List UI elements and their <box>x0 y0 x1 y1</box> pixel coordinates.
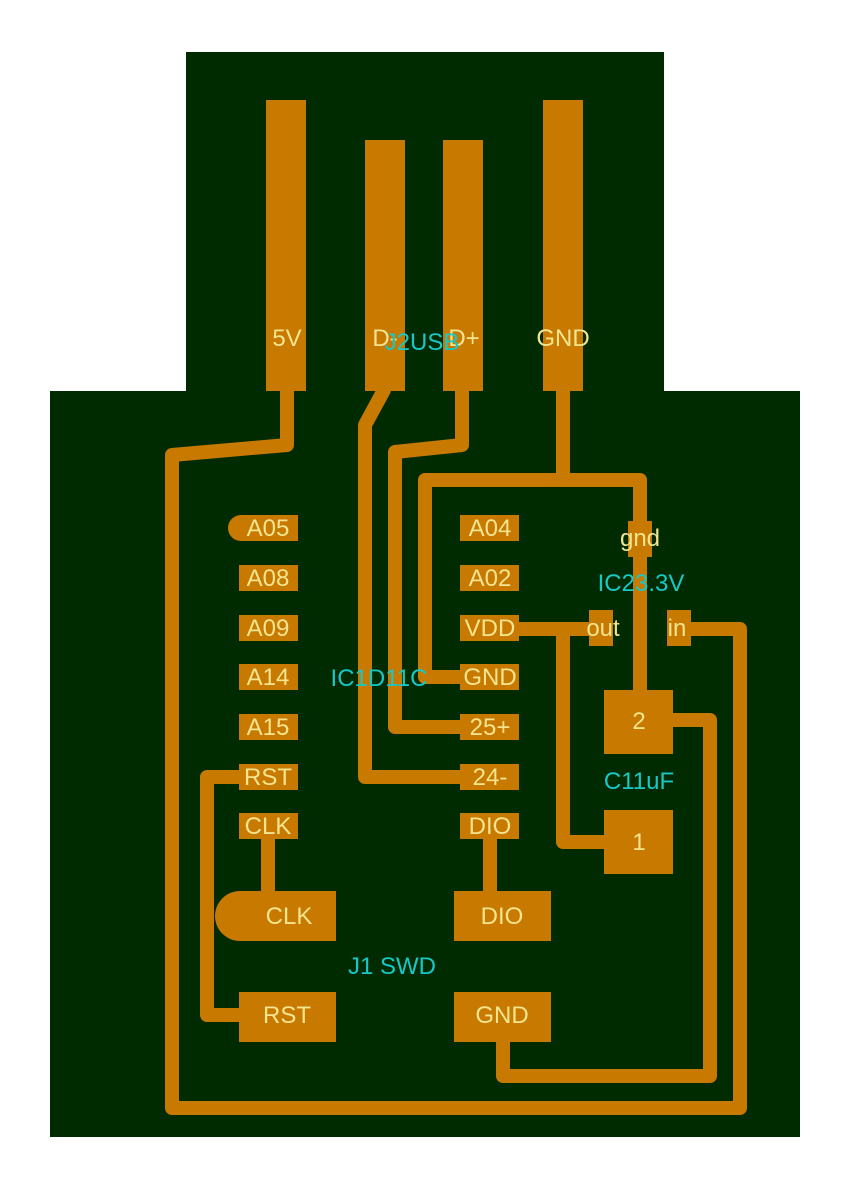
usb-finger-gnd <box>543 100 583 391</box>
j1-pad-gnd <box>454 992 551 1042</box>
ic1-label-dio: DIO <box>469 813 512 840</box>
ic1-pad-vdd <box>460 615 519 641</box>
c1-pad-1 <box>604 810 673 874</box>
trace-5v <box>165 383 747 1115</box>
j1-pads <box>215 891 551 1042</box>
trace-c1-gnd <box>496 713 717 1083</box>
ic2-label-out: out <box>586 615 620 642</box>
ic1-refdes: IC1D11C <box>331 665 428 692</box>
ic1-pad-a08 <box>239 565 298 591</box>
ic2-refdes: IC23.3V <box>598 570 685 597</box>
usb-labels: 5V D- D+ GND J2USB <box>272 325 589 356</box>
j1-label-clk: CLK <box>266 903 313 930</box>
ic1-label-a09: A09 <box>247 615 290 642</box>
ic1-label-24minus: 24- <box>473 764 508 791</box>
ic1-pad-a14 <box>239 664 298 690</box>
ic1-label-gnd: GND <box>463 664 516 691</box>
c1-pad-2 <box>604 690 673 754</box>
ic1-pad-24minus <box>460 764 519 790</box>
usb-label-d-plus: D+ <box>448 325 479 352</box>
ic1-pad-gnd <box>460 664 519 690</box>
j1-labels: CLK DIO J1 SWD RST GND <box>263 903 529 1029</box>
c1-labels: 2 C11uF 1 <box>604 708 674 856</box>
usb-label-5v: 5V <box>272 325 301 352</box>
ic2-label-in: in <box>668 615 687 642</box>
ic1-pad-a02 <box>460 565 519 591</box>
usb-connector <box>266 100 583 391</box>
trace-d-plus <box>388 383 497 734</box>
ic1-pads <box>228 515 519 839</box>
ic1-pad-25plus <box>460 714 519 740</box>
ic2-label-gnd: gnd <box>620 525 660 552</box>
j1-label-gnd: GND <box>475 1002 528 1029</box>
ic1-label-clk: CLK <box>245 813 292 840</box>
ic2-pad-out <box>589 610 613 646</box>
ic1-label-a04: A04 <box>469 515 512 542</box>
ic1-pad-dio <box>460 813 519 839</box>
usb-finger-d-minus <box>365 140 405 391</box>
board-usb-tab <box>186 52 664 392</box>
j1-label-dio: DIO <box>481 903 524 930</box>
ic1-label-rst: RST <box>244 764 292 791</box>
ic1-pad-clk <box>239 813 298 839</box>
c1-pads <box>604 690 673 874</box>
ic1-pad-rst <box>239 764 298 790</box>
c1-refdes: C11uF <box>604 768 674 795</box>
trace-gnd-reg <box>556 473 647 734</box>
c1-label-pin1: 1 <box>632 829 645 856</box>
ic1-pad-a04 <box>460 515 519 541</box>
c1-label-pin2: 2 <box>632 708 645 735</box>
trace-gnd-usb <box>418 383 570 684</box>
ic1-label-a15: A15 <box>247 714 290 741</box>
ic1-labels: A05 A08 A09 A14 A15 RST CLK A04 A02 VDD … <box>244 515 517 840</box>
ic1-label-a08: A08 <box>247 565 290 592</box>
ic1-label-vdd: VDD <box>465 615 516 642</box>
ic1-label-25plus: 25+ <box>470 714 511 741</box>
ic1-pad-a05 <box>228 515 298 541</box>
trace-d-minus <box>358 383 497 784</box>
usb-refdes: J2USB <box>385 329 460 356</box>
j1-pad-clk <box>215 891 336 941</box>
ic1-pad-a15 <box>239 714 298 740</box>
ic1-label-a05: A05 <box>247 515 290 542</box>
ic2-labels: gnd IC23.3V out in <box>586 525 686 642</box>
usb-finger-5v <box>266 100 306 391</box>
j1-refdes: J1 SWD <box>348 953 436 980</box>
j1-pad-rst <box>239 992 336 1042</box>
ic2-pads <box>589 521 691 646</box>
j1-pad-dio <box>454 891 551 941</box>
usb-label-d-minus: D- <box>372 325 397 352</box>
ic1-label-a14: A14 <box>247 664 290 691</box>
ic2-pad-gnd <box>628 521 652 557</box>
usb-finger-d-plus <box>443 140 483 391</box>
ic1-pad-a09 <box>239 615 298 641</box>
ic2-pad-in <box>667 610 691 646</box>
usb-label-gnd: GND <box>536 325 589 352</box>
ic1-label-a02: A02 <box>469 565 512 592</box>
j1-label-rst: RST <box>263 1002 311 1029</box>
